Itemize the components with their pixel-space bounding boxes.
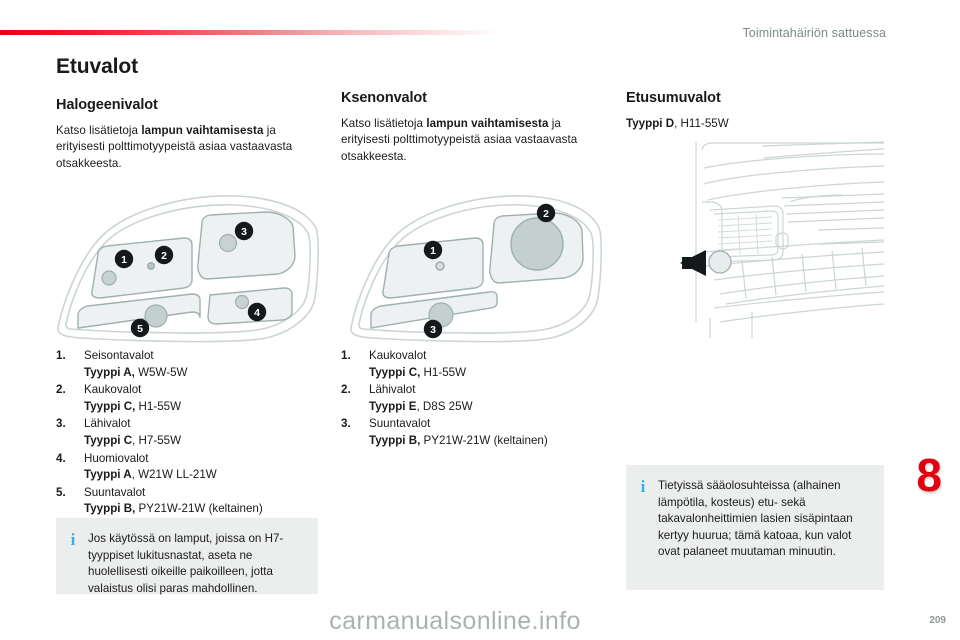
- column-xenon: Ksenonvalot Katso lisätietoja lampun vai…: [341, 90, 609, 165]
- svg-text:1: 1: [430, 245, 436, 257]
- halogen-intro-paragraph: Katso lisätietoja lampun vaihtamisesta j…: [56, 123, 324, 172]
- list-item: 3. Suuntavalot Tyyppi B, PY21W-21W (kelt…: [341, 416, 609, 449]
- item-type: Tyyppi A, W21W LL-21W: [84, 467, 324, 484]
- front-foglamp-diagram: [622, 140, 888, 340]
- list-item: 1. Kaukovalot Tyyppi C, H1-55W: [341, 348, 609, 381]
- watermark: carmanualsonline.info: [329, 607, 581, 635]
- item-label: Seisontavalot: [84, 349, 154, 362]
- item-type-bold: Tyyppi B,: [84, 502, 136, 516]
- halogen-headlamp-diagram: 1 2 3 4 5: [52, 188, 324, 348]
- section-title-xenon: Ksenonvalot: [341, 90, 427, 106]
- item-number: 4.: [56, 451, 66, 465]
- list-item: 2. Lähivalot Tyyppi E, D8S 25W: [341, 382, 609, 415]
- header-rule: [0, 30, 500, 35]
- info-box-foglamp-text: Tietyissä sääolosuhteissa (alhainen lämp…: [658, 479, 853, 559]
- info-icon: i: [70, 530, 76, 549]
- item-label: Lähivalot: [84, 417, 131, 431]
- section-title-halogen: Halogeenivalot: [56, 97, 158, 113]
- item-label: Lähivalot: [369, 383, 416, 397]
- chapter-number: 8: [916, 449, 942, 501]
- svg-text:2: 2: [543, 208, 549, 220]
- item-type-rest: , W21W LL-21W: [131, 468, 217, 482]
- item-type-rest: H1-55W: [135, 399, 182, 413]
- foglamp-type-bold: Tyyppi D: [626, 117, 675, 130]
- svg-text:3: 3: [430, 324, 436, 336]
- xenon-headlamp-diagram: 1 2 3: [345, 188, 607, 348]
- svg-text:1: 1: [121, 254, 127, 266]
- item-type: Tyyppi C, H7-55W: [84, 433, 324, 450]
- list-item: 2. Kaukovalot Tyyppi C, H1-55W: [56, 382, 324, 415]
- item-type-bold: Tyyppi A,: [84, 365, 135, 379]
- item-number: 3.: [341, 417, 351, 431]
- item-label: Huomiovalot: [84, 451, 149, 465]
- list-item: 3. Lähivalot Tyyppi C, H7-55W: [56, 416, 324, 449]
- item-type: Tyyppi A, W5W-5W: [84, 365, 324, 382]
- item-type: Tyyppi B, PY21W-21W (keltainen): [369, 433, 609, 450]
- item-type-rest: PY21W-21W (keltainen): [135, 502, 263, 516]
- info-box-foglamp: i Tietyissä sääolosuhteissa (alhainen lä…: [626, 465, 884, 590]
- item-type-rest: W5W-5W: [134, 365, 188, 379]
- column-halogen: Etuvalot Halogeenivalot Katso lisätietoj…: [56, 55, 324, 172]
- item-label: Kaukovalot: [84, 383, 142, 397]
- list-item: 1. Seisontavalot Tyyppi A, W5W-5W: [56, 348, 324, 381]
- xenon-intro-bold: lampun vaihtamisesta: [426, 117, 549, 130]
- foglamp-type-rest: , H11-55W: [674, 117, 729, 130]
- list-item: 4. Huomiovalot Tyyppi A, W21W LL-21W: [56, 451, 324, 484]
- halogen-intro-before: Katso lisätietoja: [56, 124, 142, 137]
- info-icon: i: [640, 477, 646, 496]
- foglamp-type-line: Tyyppi D, H11-55W: [626, 116, 894, 132]
- info-box-halogen: i Jos käytössä on lamput, joissa on H7-t…: [56, 518, 318, 595]
- pointer-arrow: [680, 250, 706, 276]
- header-chapter-title: Toimintahäiriön sattuessa: [742, 26, 886, 40]
- page-title: Etuvalot: [56, 55, 139, 78]
- item-type-rest: , H7-55W: [132, 433, 182, 447]
- item-label: Suuntavalot: [84, 485, 146, 499]
- item-type: Tyyppi C, H1-55W: [84, 399, 324, 416]
- item-type-rest: H1-55W: [420, 365, 467, 379]
- halogen-intro-after: ja erityisesti polttimotyypeistä asiaa v…: [56, 124, 293, 170]
- item-number: 1.: [56, 349, 66, 362]
- svg-text:2: 2: [161, 250, 167, 262]
- list-item: 5. Suuntavalot Tyyppi B, PY21W-21W (kelt…: [56, 485, 324, 518]
- item-number: 3.: [56, 417, 66, 431]
- xenon-intro-after: ja erityisesti polttimotyypeistä asiaa v…: [341, 117, 578, 163]
- svg-text:3: 3: [241, 226, 247, 238]
- item-type-bold: Tyyppi C,: [84, 399, 136, 413]
- item-label: Suuntavalot: [369, 417, 431, 431]
- item-type-bold: Tyyppi B,: [369, 433, 421, 447]
- item-label: Kaukovalot: [369, 349, 427, 362]
- svg-text:4: 4: [254, 307, 260, 319]
- item-type: Tyyppi C, H1-55W: [369, 365, 609, 382]
- item-type-bold: Tyyppi C,: [369, 365, 421, 379]
- page-number: 209: [929, 615, 946, 626]
- xenon-bulb-list: 1. Kaukovalot Tyyppi C, H1-55W 2. Lähiva…: [341, 348, 609, 451]
- item-type-rest: , D8S 25W: [416, 399, 473, 413]
- xenon-intro-paragraph: Katso lisätietoja lampun vaihtamisesta j…: [341, 116, 609, 165]
- item-type-bold: Tyyppi A: [84, 468, 132, 482]
- xenon-intro-before: Katso lisätietoja: [341, 117, 427, 130]
- halogen-intro-bold: lampun vaihtamisesta: [141, 124, 264, 137]
- item-number: 2.: [56, 383, 66, 397]
- svg-text:5: 5: [137, 323, 143, 335]
- item-type-bold: Tyyppi C: [84, 433, 133, 447]
- info-box-halogen-text: Jos käytössä on lamput, joissa on H7-tyy…: [88, 532, 284, 595]
- item-number: 2.: [341, 383, 351, 397]
- halogen-bulb-list: 1. Seisontavalot Tyyppi A, W5W-5W 2. Kau…: [56, 348, 324, 519]
- item-type-rest: PY21W-21W (keltainen): [420, 433, 548, 447]
- section-title-foglamp: Etusumuvalot: [626, 90, 721, 106]
- item-type: Tyyppi B, PY21W-21W (keltainen): [84, 501, 324, 518]
- item-type-bold: Tyyppi E: [369, 399, 417, 413]
- item-number: 1.: [341, 349, 351, 362]
- item-type: Tyyppi E, D8S 25W: [369, 399, 609, 416]
- column-foglamp: Etusumuvalot Tyyppi D, H11-55W: [626, 90, 894, 132]
- item-number: 5.: [56, 485, 66, 499]
